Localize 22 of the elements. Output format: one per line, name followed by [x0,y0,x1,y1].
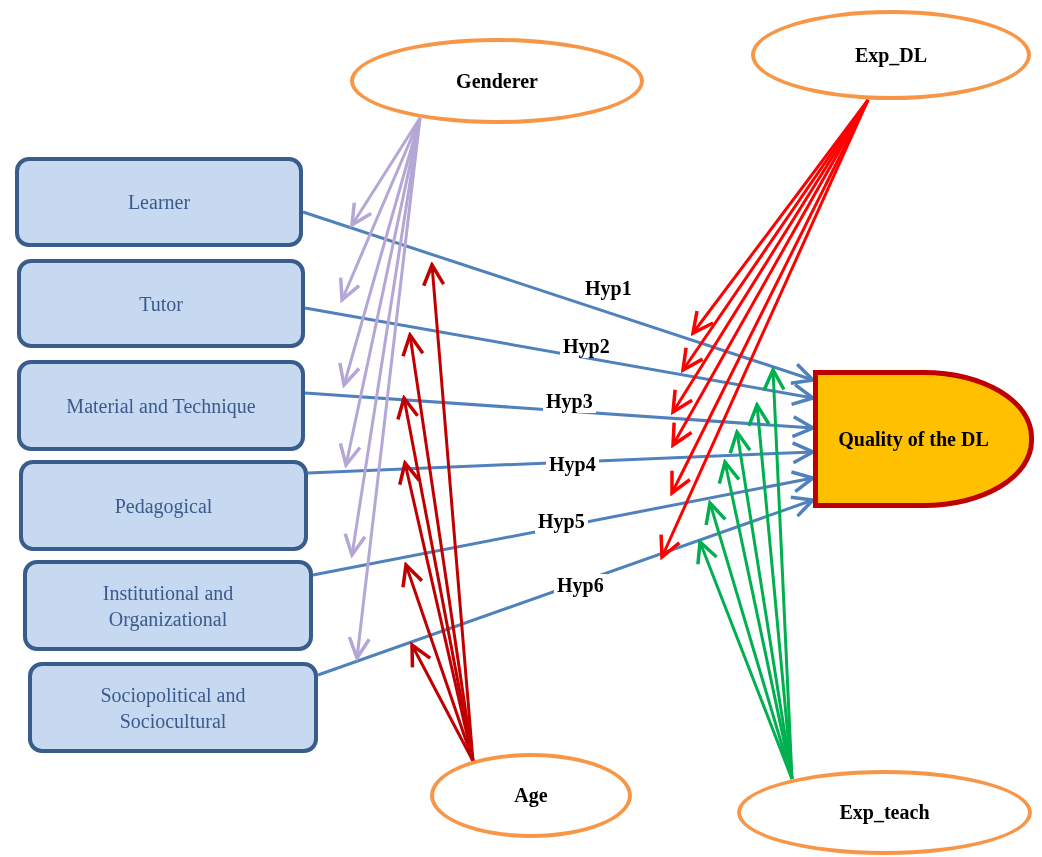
factor-box: Pedagogical [19,460,308,551]
factor-box: Tutor [17,259,305,348]
arrow [317,495,815,677]
arrow [304,391,815,439]
factor-box: Sociopolitical and Sociocultural [28,662,318,753]
oval-node: Exp_teach [737,770,1032,855]
arrow [312,470,815,577]
oval-node: Genderer [350,38,644,124]
edge-label: Hyp6 [554,574,607,597]
arrow [659,99,870,559]
arrow [304,306,815,407]
oval-node: Exp_DL [751,10,1031,100]
factor-box: Institutional and Organizational [23,560,313,651]
arrow [302,210,815,385]
factor-box: Learner [15,157,303,247]
arrow [307,441,815,475]
factor-box: Material and Technique [17,360,305,451]
oval-node: Age [430,753,632,838]
arrow [410,643,475,762]
arrow [401,563,475,762]
outcome-shape: Quality of the DL [813,370,1034,508]
arrow [696,540,794,780]
